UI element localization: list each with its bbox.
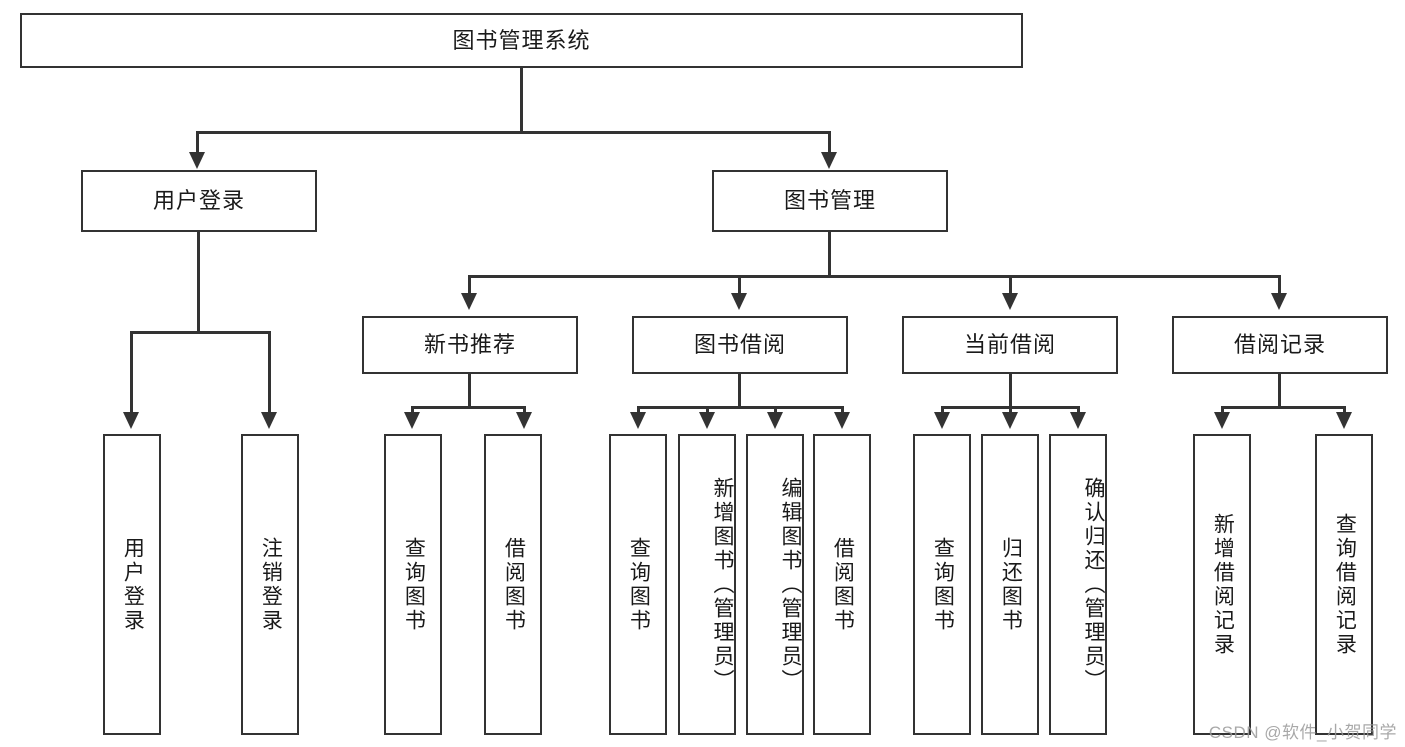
connector-nbr-leaf2 [523, 406, 526, 416]
arrow-nbr-leaf1 [404, 412, 420, 429]
arrow-bb-leaf3 [767, 412, 783, 429]
node-label: 新书推荐 [423, 332, 516, 358]
connector-bb-stem [738, 374, 741, 408]
connector-user-login-leaf2 [268, 331, 271, 415]
connector-user-login-bar [130, 331, 271, 334]
arrow-bb-leaf1 [630, 412, 646, 429]
node-borrow-record[interactable]: 借阅记录 [1172, 316, 1388, 374]
connector-br-stem [1278, 374, 1281, 408]
node-label: 查询图书 [931, 536, 955, 633]
connector-br-bar [1221, 406, 1346, 409]
connector-user-login-leaf1 [130, 331, 133, 415]
leaf-bb-query-book[interactable]: 查询图书 [609, 434, 667, 735]
connector-user-login-stem [197, 232, 200, 333]
node-label: 当前借阅 [963, 332, 1056, 358]
arrow-nbr-leaf2 [516, 412, 532, 429]
connector-bm-to-new-book [468, 275, 471, 297]
connector-book-management-stem [828, 232, 831, 277]
leaf-user-login-login[interactable]: 用户登录 [103, 434, 161, 735]
connector-root-to-book-management [828, 131, 831, 156]
node-label: 借阅图书 [502, 536, 526, 633]
connector-cb-leaf2 [1009, 406, 1012, 416]
leaf-cb-return-book[interactable]: 归还图书 [981, 434, 1039, 735]
node-root-book-management-system[interactable]: 图书管理系统 [20, 13, 1023, 68]
node-label: 编辑图书（管理员） [779, 476, 802, 693]
connector-br-leaf1 [1221, 406, 1224, 416]
node-label: 借阅记录 [1233, 332, 1326, 358]
node-label: 用户登录 [121, 536, 145, 633]
leaf-br-add-record[interactable]: 新增借阅记录 [1193, 434, 1251, 735]
connector-bb-leaf3 [774, 406, 777, 416]
arrow-br-leaf2 [1336, 412, 1352, 429]
node-label: 图书管理 [783, 188, 876, 214]
leaf-nbr-borrow-book[interactable]: 借阅图书 [484, 434, 542, 735]
connector-bb-leaf2 [706, 406, 709, 416]
arrow-bm-to-borrow-record [1271, 293, 1287, 310]
node-label: 查询借阅记录 [1333, 512, 1357, 657]
arrow-user-login-leaf1 [123, 412, 139, 429]
arrow-root-to-book-management [821, 152, 837, 169]
arrow-cb-leaf1 [934, 412, 950, 429]
connector-nbr-leaf1 [411, 406, 414, 416]
leaf-cb-confirm-return-admin[interactable]: 确认归还（管理员） [1049, 434, 1107, 735]
node-label: 借阅图书 [831, 536, 855, 633]
node-label: 用户登录 [152, 188, 245, 214]
node-book-borrow[interactable]: 图书借阅 [632, 316, 848, 374]
connector-root-stem [520, 68, 523, 133]
arrow-bm-to-current-borrow [1002, 293, 1018, 310]
node-label: 查询图书 [627, 536, 651, 633]
connector-cb-leaf3 [1077, 406, 1080, 416]
connector-bm-to-current-borrow [1009, 275, 1012, 297]
node-new-book-recommend[interactable]: 新书推荐 [362, 316, 578, 374]
arrow-bm-to-book-borrow [731, 293, 747, 310]
arrow-br-leaf1 [1214, 412, 1230, 429]
node-book-management[interactable]: 图书管理 [712, 170, 948, 232]
leaf-bb-borrow-book[interactable]: 借阅图书 [813, 434, 871, 735]
node-label: 图书借阅 [693, 332, 786, 358]
leaf-nbr-query-book[interactable]: 查询图书 [384, 434, 442, 735]
connector-nbr-bar [411, 406, 526, 409]
connector-bm-to-borrow-record [1278, 275, 1281, 297]
leaf-bb-edit-book-admin[interactable]: 编辑图书（管理员） [746, 434, 804, 735]
connector-bb-leaf4 [841, 406, 844, 416]
node-label: 注销登录 [259, 536, 283, 633]
node-label: 新增借阅记录 [1211, 512, 1235, 657]
node-label: 图书管理系统 [452, 27, 591, 53]
arrow-cb-leaf3 [1070, 412, 1086, 429]
arrow-bm-to-new-book [461, 293, 477, 310]
connector-cb-leaf1 [941, 406, 944, 416]
connector-book-management-bar [468, 275, 1280, 278]
connector-cb-stem [1009, 374, 1012, 408]
watermark-text: CSDN @软件_小贺同学 [1208, 723, 1397, 742]
node-label: 查询图书 [402, 536, 426, 633]
arrow-bb-leaf4 [834, 412, 850, 429]
arrow-user-login-leaf2 [261, 412, 277, 429]
leaf-br-query-record[interactable]: 查询借阅记录 [1315, 434, 1373, 735]
node-label: 新增图书（管理员） [711, 476, 734, 693]
connector-root-bar [196, 131, 831, 134]
node-user-login[interactable]: 用户登录 [81, 170, 317, 232]
connector-br-leaf2 [1343, 406, 1346, 416]
connector-bm-to-book-borrow [738, 275, 741, 297]
connector-bb-bar [637, 406, 844, 409]
arrow-cb-leaf2 [1002, 412, 1018, 429]
arrow-root-to-user-login [189, 152, 205, 169]
leaf-user-login-logout[interactable]: 注销登录 [241, 434, 299, 735]
node-label: 归还图书 [999, 536, 1023, 633]
leaf-cb-query-book[interactable]: 查询图书 [913, 434, 971, 735]
arrow-bb-leaf2 [699, 412, 715, 429]
leaf-bb-add-book-admin[interactable]: 新增图书（管理员） [678, 434, 736, 735]
connector-bb-leaf1 [637, 406, 640, 416]
connector-root-to-user-login [196, 131, 199, 156]
node-current-borrow[interactable]: 当前借阅 [902, 316, 1118, 374]
connector-nbr-stem [468, 374, 471, 408]
node-label: 确认归还（管理员） [1082, 476, 1105, 693]
